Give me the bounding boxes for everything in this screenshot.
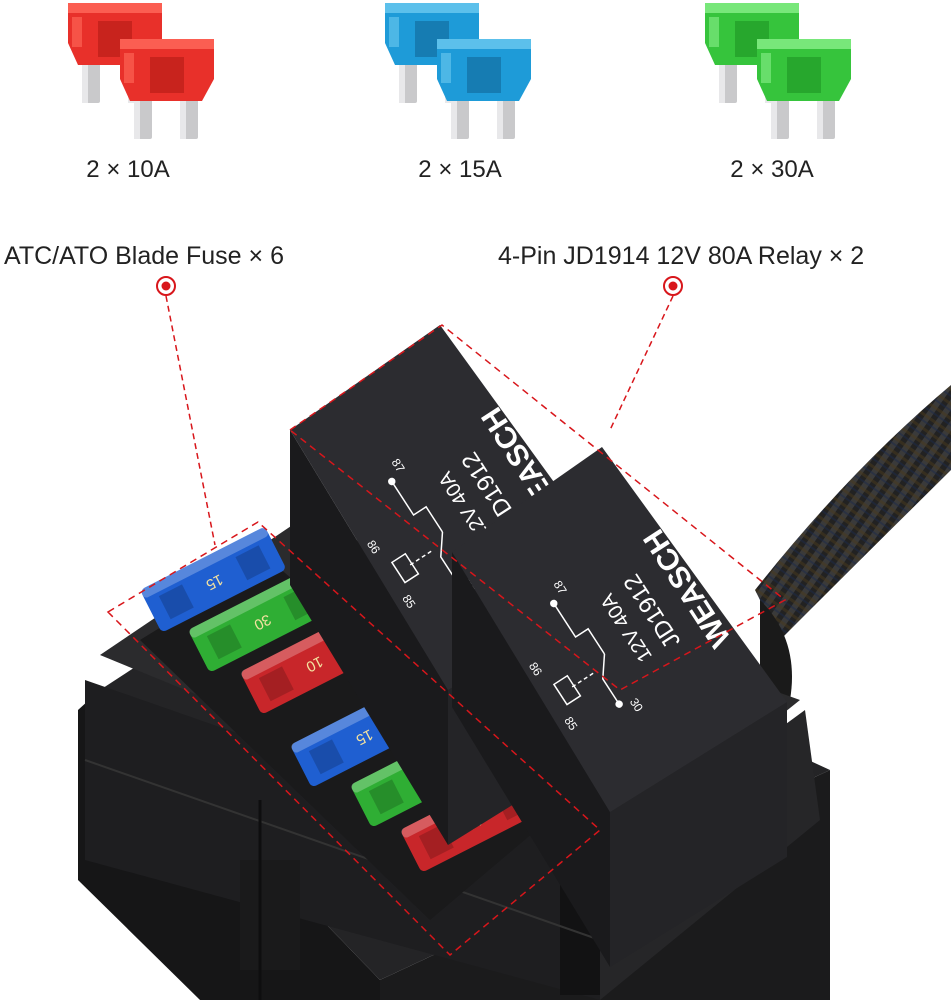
fuse-count-15a: 2 × 15A	[418, 156, 502, 183]
sample-fuse-pair	[385, 3, 531, 139]
installed-fuse-value: 10	[303, 652, 326, 675]
installed-fuse-value: 15	[203, 570, 226, 593]
installed-fuse-value: 15	[353, 725, 376, 748]
installed-fuse: 15	[141, 527, 285, 632]
fuse-count-10a: 2 × 10A	[86, 156, 170, 183]
sample-fuse-pair	[705, 3, 851, 139]
braided-cable	[755, 385, 951, 640]
sample-blade-fuse	[437, 39, 531, 139]
relay-callout-label: 4-Pin JD1914 12V 80A Relay × 2	[498, 242, 865, 270]
fuse-callout-label: ATC/ATO Blade Fuse × 6	[4, 242, 284, 270]
sample-blade-fuse	[120, 39, 214, 139]
fuse-count-30a: 2 × 30A	[730, 156, 814, 183]
sample-fuse-pair	[68, 3, 214, 139]
installed-fuse-value: 30	[251, 610, 274, 633]
callout-guides	[106, 276, 787, 957]
sample-blade-fuse	[757, 39, 851, 139]
